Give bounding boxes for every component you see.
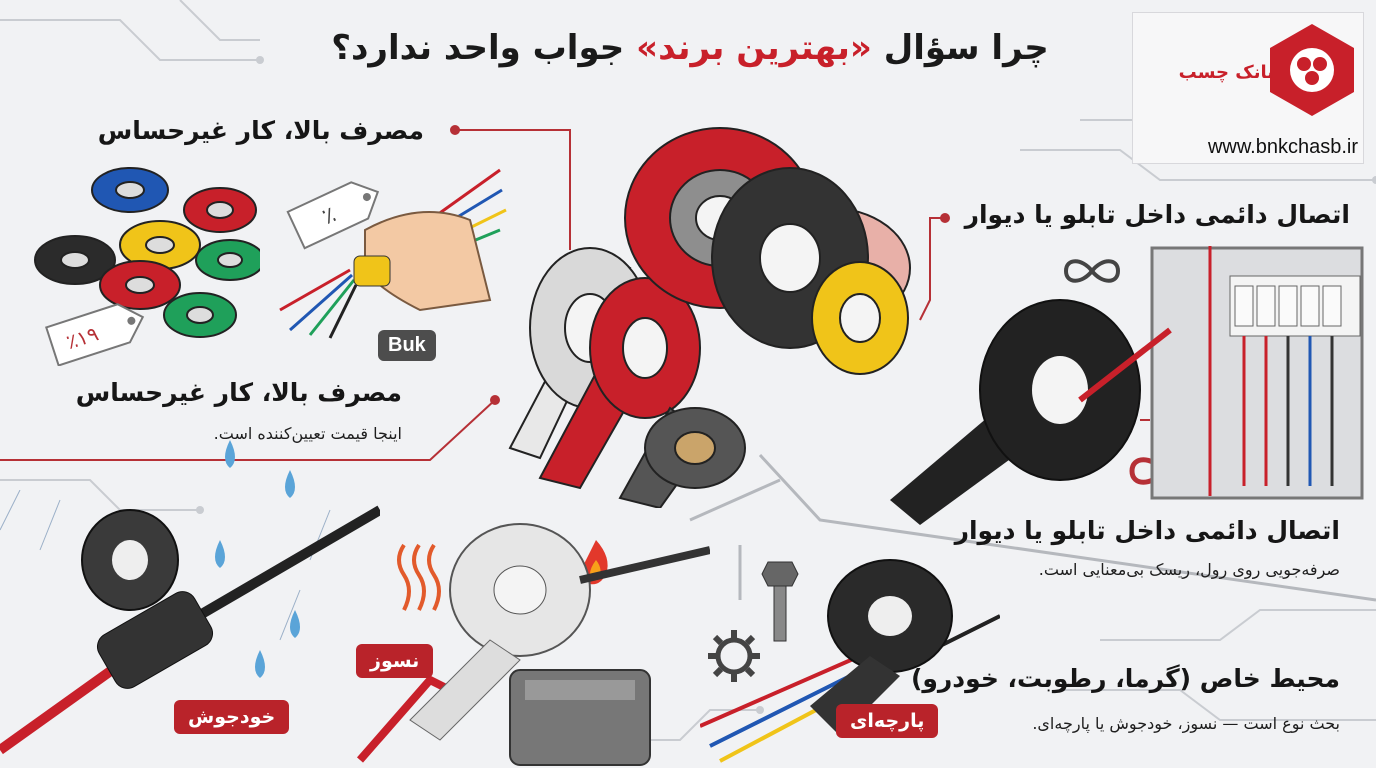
self-fusing-label: خودجوش xyxy=(174,700,290,734)
page-title: چرا سؤال «بهترین برند» جواب واحد ندارد؟ xyxy=(280,28,1100,68)
heat-waves-icon xyxy=(397,543,441,611)
colored-tape-rolls-illustration xyxy=(34,167,260,338)
hand-wires-illustration xyxy=(279,168,507,339)
permanent-heading-top: اتصال دائمی داخل تابلو یا دیوار xyxy=(964,200,1350,229)
price-tag-icon: ٪ xyxy=(286,181,380,250)
permanent-text: صرفه‌جویی روی رول، ریسک بی‌معنایی است. xyxy=(1038,560,1340,579)
price-heading-top: مصرف بالا، کار غیرحساس xyxy=(97,116,424,145)
black-tape-roll-illustration xyxy=(890,299,1172,525)
rain-cable-illustration xyxy=(0,490,380,755)
permanent-heading: اتصال دائمی داخل تابلو یا دیوار xyxy=(954,516,1340,545)
bolt-icon xyxy=(761,561,799,642)
gear-icon xyxy=(708,630,760,682)
price-heading: مصرف بالا، کار غیرحساس xyxy=(75,378,402,407)
special-heading: محیط خاص (گرما، رطوبت، خودرو) xyxy=(910,664,1340,693)
title-highlight: «بهترین برند» xyxy=(636,28,872,68)
brand-name: بانک چسب xyxy=(1178,62,1274,83)
title-part2: جواب واحد ندارد؟ xyxy=(331,28,625,68)
fireproof-tape-engine-illustration xyxy=(356,523,710,766)
electrical-panel-illustration xyxy=(1150,246,1364,500)
discount-tag-icon: ٪۱۹ xyxy=(45,303,145,366)
brand-url-link[interactable]: www.bnkchasb.ir xyxy=(1207,136,1358,158)
center-tape-stack-illustration xyxy=(508,127,911,508)
infinity-icon xyxy=(1063,259,1121,283)
water-drops-icon xyxy=(215,440,300,678)
fireproof-label: نسوز xyxy=(356,644,434,678)
fabric-tape-wires-illustration xyxy=(700,559,1000,763)
fabric-label: پارچه‌ای xyxy=(836,704,939,738)
brand-logo-icon xyxy=(1270,24,1354,116)
title-part1: چرا سؤال xyxy=(883,28,1049,68)
price-text: اینجا قیمت تعیین‌کننده است. xyxy=(213,424,402,443)
buk-label: Buk xyxy=(378,330,436,361)
special-text: بحث نوع است — نسوز، خودجوش یا پارچه‌ای. xyxy=(1032,714,1340,733)
